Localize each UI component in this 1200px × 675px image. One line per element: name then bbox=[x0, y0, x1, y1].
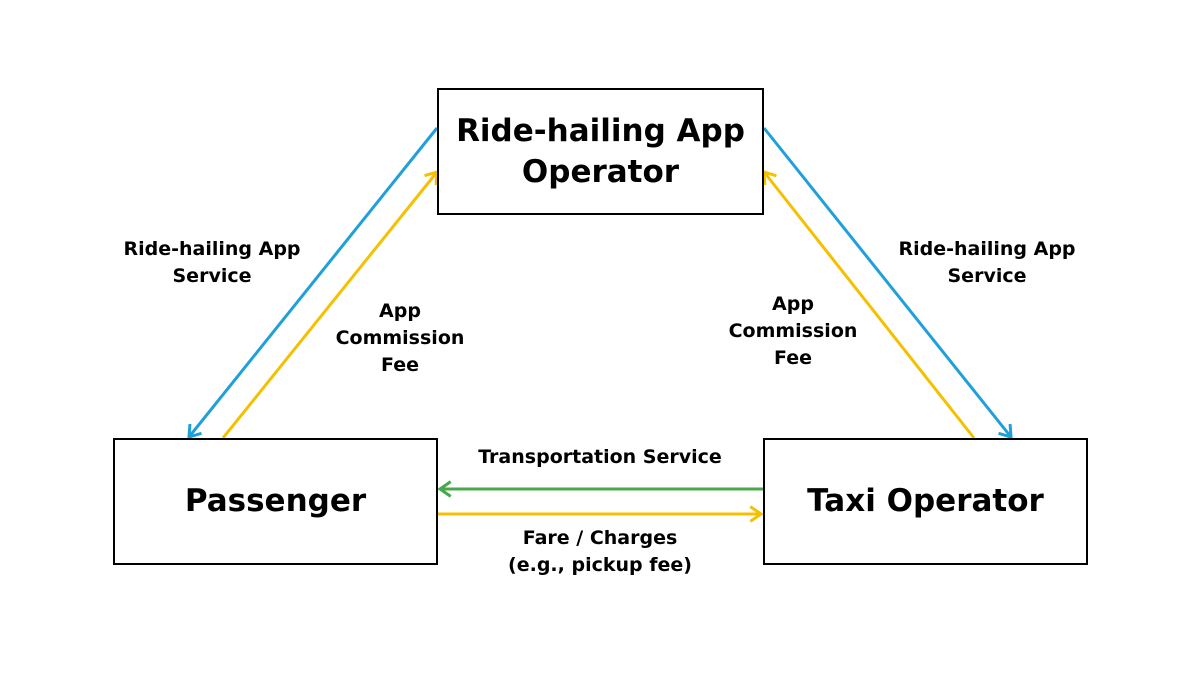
node-passenger: Passenger bbox=[113, 438, 438, 565]
edge-label-transportation-service: Transportation Service bbox=[440, 444, 760, 471]
edge-label-line: Fee bbox=[381, 354, 419, 376]
edge-label-line: Service bbox=[947, 265, 1027, 287]
arrow-head bbox=[437, 480, 452, 498]
edge-label-line: App bbox=[379, 300, 421, 322]
arrow-shaft bbox=[762, 171, 976, 439]
node-title-line: Ride-hailing App bbox=[456, 113, 745, 150]
edge-app-to-passenger bbox=[187, 127, 439, 440]
edge-taxi-to-passenger bbox=[437, 480, 763, 498]
arrow-head bbox=[749, 505, 764, 523]
edge-label-line: Ride-hailing App bbox=[123, 238, 301, 260]
arrow-head bbox=[998, 423, 1013, 440]
edge-app-to-taxi bbox=[762, 127, 1013, 440]
edge-label-line: Service bbox=[172, 265, 252, 287]
edge-label-line: Fare / Charges bbox=[522, 527, 678, 549]
edge-label-line: (e.g., pickup fee) bbox=[508, 554, 692, 576]
node-title-line: Operator bbox=[521, 153, 680, 190]
edge-passenger-to-taxi bbox=[438, 505, 764, 523]
node-title-line: Taxi Operator bbox=[807, 483, 1044, 520]
edge-label-fare-charges: Fare / Charges (e.g., pickup fee) bbox=[440, 525, 760, 579]
edge-label-line: Ride-hailing App bbox=[898, 238, 1076, 260]
node-taxi-operator: Taxi Operator bbox=[763, 438, 1088, 565]
node-ride-hailing-app-operator: Ride-hailing App Operator bbox=[437, 88, 764, 215]
edge-label-line: Transportation Service bbox=[478, 446, 722, 468]
edge-label-line: Commission bbox=[728, 320, 858, 342]
arrow-head bbox=[187, 423, 202, 440]
edge-label-commission-right: App Commission Fee bbox=[708, 291, 878, 372]
edge-taxi-to-app bbox=[762, 169, 976, 439]
edge-label-line: Commission bbox=[335, 327, 465, 349]
edge-label-app-service-right: Ride-hailing App Service bbox=[877, 236, 1097, 290]
edge-label-line: App bbox=[772, 293, 814, 315]
edge-label-app-service-left: Ride-hailing App Service bbox=[102, 236, 322, 290]
edge-label-commission-left: App Commission Fee bbox=[315, 298, 485, 379]
arrow-shaft bbox=[221, 171, 439, 439]
edge-label-line: Fee bbox=[774, 347, 812, 369]
arrow-shaft bbox=[187, 127, 439, 438]
node-title-line: Passenger bbox=[184, 483, 367, 520]
arrow-head bbox=[762, 169, 777, 186]
arrow-shaft bbox=[762, 127, 1013, 438]
